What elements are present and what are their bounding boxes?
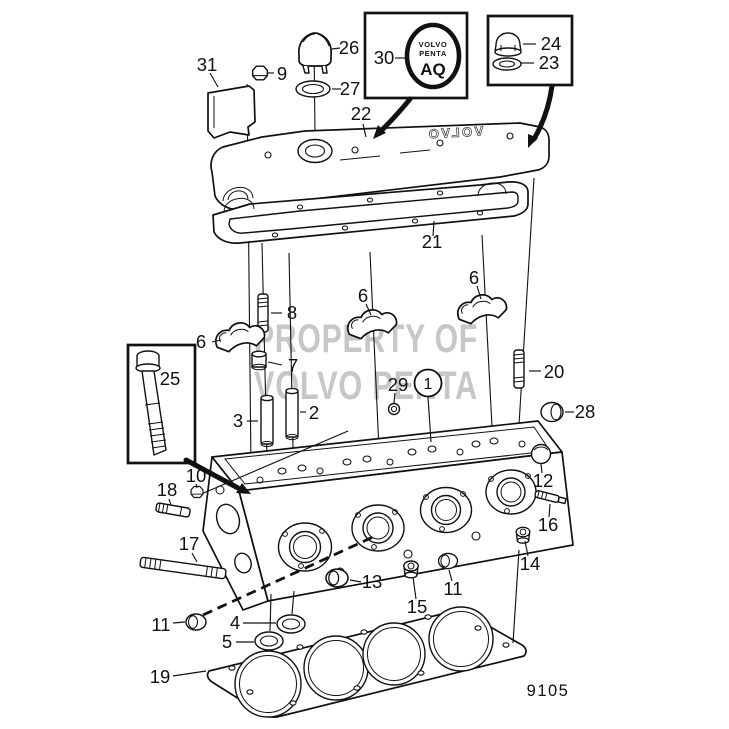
drawing-number: 9105	[527, 682, 570, 700]
oil-filler-cap	[298, 32, 332, 74]
callout-24: 24	[541, 33, 562, 54]
stud-16	[534, 490, 567, 505]
cylinder-bores	[234, 606, 494, 718]
callout-22: 22	[351, 103, 372, 124]
callout-13: 13	[362, 571, 383, 592]
callout-21: 21	[422, 231, 443, 252]
arrowhead	[373, 125, 386, 139]
gasket-arch-right	[477, 182, 507, 197]
callout-15: 15	[407, 596, 428, 617]
nut-10	[190, 485, 204, 499]
seal-ring-5	[254, 631, 284, 651]
bracket	[207, 85, 256, 139]
callout-10: 10	[186, 465, 207, 486]
emblem-model: AQ	[420, 60, 446, 79]
callout-11-right: 11	[443, 578, 462, 599]
callout-17: 17	[179, 533, 200, 554]
callout-14: 14	[520, 553, 541, 574]
flange-nut-9	[251, 65, 269, 81]
emblem-callout-box: VOLVO PENTA AQ	[363, 11, 469, 100]
plug-11-right	[437, 552, 459, 570]
callout-9: 9	[277, 63, 287, 84]
callout-3: 3	[233, 410, 243, 431]
valve-guide-3	[260, 394, 274, 448]
arrowhead	[236, 483, 251, 494]
callout-16: 16	[538, 514, 559, 535]
stud-17	[139, 556, 227, 580]
deck-details	[256, 437, 526, 484]
valve-guide-2	[285, 387, 299, 441]
cup-plug-12	[530, 443, 552, 465]
callout-6-middle: 6	[358, 285, 368, 306]
cap-nut-callout-box	[486, 14, 574, 87]
head-end-openings	[215, 485, 252, 574]
head-gasket	[206, 606, 527, 718]
cup-plug-28	[540, 401, 564, 423]
callout-4: 4	[230, 612, 240, 633]
plug-15	[403, 560, 419, 579]
filler-seal-ring	[295, 80, 331, 98]
cylinder-head	[202, 420, 574, 611]
callout-11-left: 11	[151, 614, 170, 635]
arrow-bolt-to-head	[183, 457, 241, 491]
pointer-arrows	[183, 83, 555, 494]
callout-19: 19	[150, 666, 171, 687]
plug-14	[515, 526, 531, 544]
callout-26: 26	[339, 37, 360, 58]
callout-1: 1	[424, 376, 433, 393]
callout-20: 20	[544, 361, 565, 382]
emblem-brand-top: VOLVO	[419, 40, 448, 49]
callout-18: 18	[157, 479, 178, 500]
callout-23: 23	[539, 52, 560, 73]
gasket-arch-left	[223, 198, 255, 213]
leader-lines	[168, 43, 574, 677]
seal-ring-29	[387, 402, 401, 416]
head-bolt-callout-box	[126, 343, 197, 465]
plug-13	[325, 568, 349, 588]
stud-20	[513, 349, 525, 389]
callout-1-circle	[413, 368, 443, 398]
callout-27: 27	[340, 78, 361, 99]
leader-line	[198, 430, 349, 496]
plug-11-left	[185, 613, 207, 631]
callout-31: 31	[197, 54, 218, 75]
leader-line	[291, 590, 295, 615]
callout-2: 2	[309, 402, 319, 423]
head-bolt-25	[135, 350, 167, 456]
valve-cover-gasket	[212, 181, 529, 244]
arrow-capnut-to-cover	[531, 83, 555, 142]
bushing-7	[251, 350, 267, 371]
arrow-emblem-to-cover	[378, 96, 413, 134]
callout-12: 12	[533, 470, 554, 491]
callout-28: 28	[575, 401, 596, 422]
leader-line	[269, 593, 272, 632]
gasket-bolt-holes	[228, 614, 510, 706]
callout-5: 5	[222, 631, 232, 652]
brand-emblem-oval	[404, 22, 462, 90]
axis-line	[481, 234, 494, 447]
cover-embossed-text: VOLVO	[426, 124, 484, 142]
axis-line	[369, 251, 380, 451]
cap-nut-24	[494, 32, 522, 57]
emblem-brand-bottom: PENTA	[419, 49, 447, 58]
callout-30: 30	[374, 47, 395, 68]
callout-labels: 31 9 26 30 24 23 27 22 21 6 8 6 6 7 20 2…	[150, 33, 596, 687]
callout-29: 29	[388, 374, 409, 395]
cover-arch	[222, 187, 254, 202]
leader-line	[512, 549, 520, 644]
head-ports	[277, 469, 537, 572]
arrowhead	[528, 134, 538, 148]
callout-6-left: 6	[196, 331, 206, 352]
callout-6-right: 6	[469, 267, 479, 288]
callout-7: 7	[288, 355, 298, 376]
callout-25: 25	[160, 368, 181, 389]
washer-23	[492, 57, 522, 71]
callout-8: 8	[287, 302, 297, 323]
stud-18	[155, 502, 191, 518]
seal-ring-4	[276, 614, 306, 634]
